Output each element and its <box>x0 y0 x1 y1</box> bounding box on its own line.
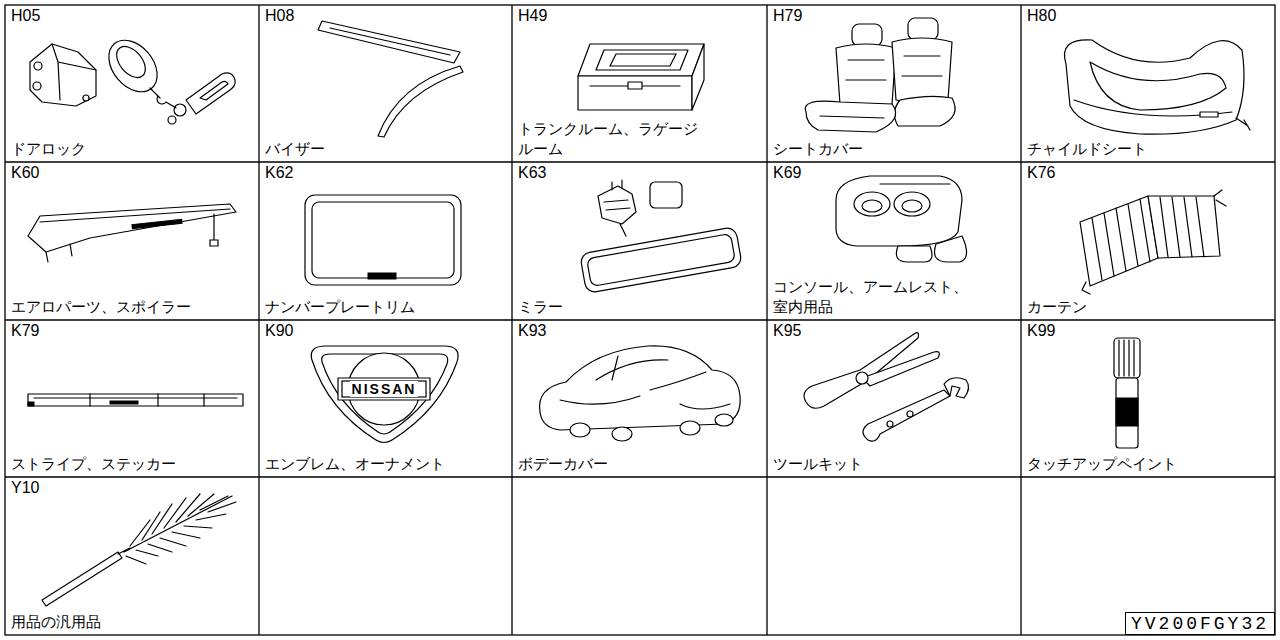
category-name: トランクルーム、ラゲージ ルーム <box>518 119 706 159</box>
plate-trim-figure <box>305 195 461 285</box>
seat-cover-figure <box>805 18 955 132</box>
category-name: ナンバープレートリム <box>265 297 415 317</box>
drawing-number-box: YV200FGY32 <box>1125 612 1275 635</box>
catalog-cell: K95 ツールキット <box>767 320 1021 477</box>
catalog-cell: Y10 用品の汎用品 <box>5 477 259 635</box>
catalog-cell: H79 シートカバー <box>767 5 1021 162</box>
category-code: H79 <box>773 7 802 25</box>
category-name: チャイルドシート <box>1027 139 1147 159</box>
category-name: エンブレム、オーナメント <box>265 454 445 474</box>
emblem-figure <box>311 346 458 443</box>
category-name: カーテン <box>1027 297 1087 317</box>
drawing-number: YV200FGY32 <box>1131 614 1269 634</box>
category-code: K90 <box>265 322 293 340</box>
category-code: K62 <box>265 164 293 182</box>
catalog-cell: K62 ナンバープレートリム <box>259 162 512 320</box>
category-name: ボデーカバー <box>518 454 608 474</box>
body-cover-figure <box>540 346 741 441</box>
stripe-figure <box>28 394 243 406</box>
duster-figure <box>42 494 236 606</box>
visor-figure <box>318 21 463 137</box>
category-code: H05 <box>11 7 40 25</box>
catalog-cell: K69 コンソール、アームレスト、 室内用品 <box>767 162 1021 320</box>
category-code: H80 <box>1027 7 1056 25</box>
catalog-cell: K93 ボデーカバー <box>512 320 767 477</box>
mirror-figure <box>580 180 743 293</box>
category-name: ドアロック <box>11 139 86 159</box>
spoiler-figure <box>28 204 236 262</box>
catalog-cell: H80 チャイルドシート <box>1021 5 1275 162</box>
category-name: エアロパーツ、スポイラー <box>11 297 191 317</box>
category-code: K93 <box>518 322 546 340</box>
category-code: Y10 <box>11 479 39 497</box>
category-code: K99 <box>1027 322 1055 340</box>
category-code: K60 <box>11 164 39 182</box>
door-lock-figure <box>30 31 235 124</box>
catalog-cell: K60 エアロパーツ、スポイラー <box>5 162 259 320</box>
console-figure <box>836 176 967 262</box>
catalog-cell: H49 トランクルーム、ラゲージ ルーム <box>512 5 767 162</box>
category-name: タッチアップペイント <box>1027 454 1177 474</box>
category-name: コンソール、アームレスト、 室内用品 <box>773 277 978 317</box>
category-name: シートカバー <box>773 139 863 159</box>
catalog-cell: H08 バイザー <box>259 5 512 162</box>
tool-kit-figure <box>804 333 969 441</box>
catalog-cell: K63 ミラー <box>512 162 767 320</box>
category-name: ストライプ、ステッカー <box>11 454 176 474</box>
category-code: K63 <box>518 164 546 182</box>
grid-lines <box>5 5 1275 635</box>
category-name: 用品の汎用品 <box>11 612 101 632</box>
catalog-cell: H05 ドアロック <box>5 5 259 162</box>
category-code: H08 <box>265 7 294 25</box>
category-code: K95 <box>773 322 801 340</box>
catalog-cell: K99 タッチアップペイント <box>1021 320 1275 477</box>
category-code: H49 <box>518 7 547 25</box>
category-code: K79 <box>11 322 39 340</box>
category-name: ツールキット <box>773 454 863 474</box>
child-seat-figure <box>1064 40 1250 134</box>
category-code: K69 <box>773 164 801 182</box>
catalog-cell: K76 カーテン <box>1021 162 1275 320</box>
paint-bottle-figure <box>1114 338 1140 448</box>
category-name: バイザー <box>265 139 325 159</box>
curtain-figure <box>1080 190 1226 294</box>
category-code: K76 <box>1027 164 1055 182</box>
trunk-box-figure <box>578 44 704 110</box>
catalog-cell: K90 エンブレム、オーナメント <box>259 320 512 477</box>
catalog-cell: K79 ストライプ、ステッカー <box>5 320 259 477</box>
category-name: ミラー <box>518 297 563 317</box>
emblem-lettering: NISSAN <box>350 381 419 397</box>
